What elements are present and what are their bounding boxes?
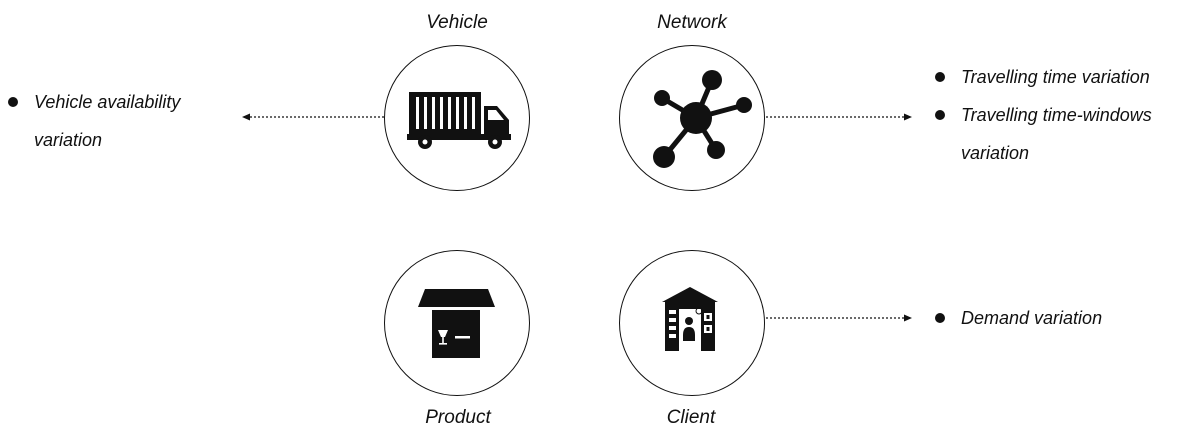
client-title: Client bbox=[666, 407, 716, 428]
network-hub-icon bbox=[653, 70, 752, 168]
variation-item: Vehicle availability variation bbox=[8, 83, 228, 159]
variation-item: Demand variation bbox=[935, 299, 1190, 337]
box-icon bbox=[418, 289, 495, 358]
vehicle-variation-list: Vehicle availability variation bbox=[8, 83, 228, 159]
product-node bbox=[384, 250, 530, 396]
variation-item: Travelling time variation bbox=[935, 58, 1190, 96]
variation-item: Travelling time-windows variation bbox=[935, 96, 1190, 172]
shop-icon bbox=[662, 287, 718, 351]
client-arrow bbox=[766, 314, 912, 322]
network-variation-list: Travelling time variation Travelling tim… bbox=[935, 58, 1190, 172]
network-title: Network bbox=[657, 12, 727, 33]
vehicle-title: Vehicle bbox=[426, 12, 488, 33]
truck-icon bbox=[407, 92, 511, 149]
network-arrow bbox=[766, 113, 912, 121]
vehicle-node bbox=[384, 45, 530, 191]
vehicle-arrow bbox=[242, 113, 384, 121]
network-node bbox=[619, 45, 765, 191]
client-node bbox=[619, 250, 765, 396]
product-title: Product bbox=[425, 407, 491, 428]
client-variation-list: Demand variation bbox=[935, 299, 1190, 337]
